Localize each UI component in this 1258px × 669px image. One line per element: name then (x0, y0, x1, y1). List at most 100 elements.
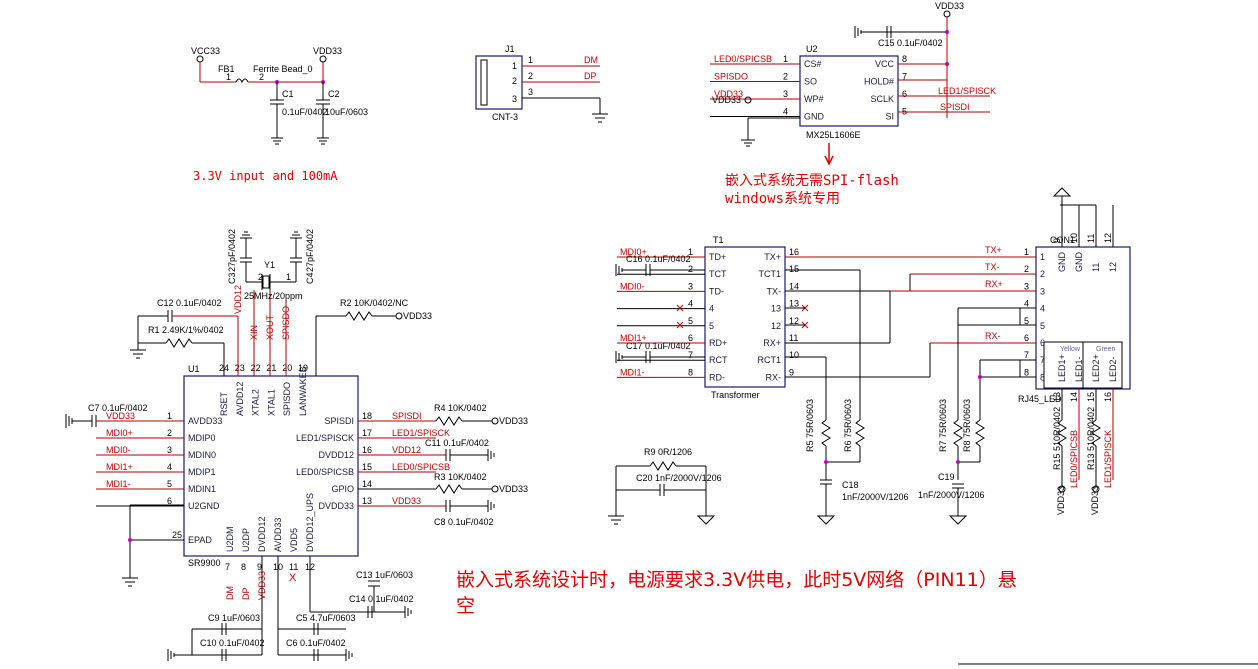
pin-name: 13 (771, 304, 781, 314)
c4-ref: C4 (305, 272, 315, 284)
pin-name: LED0/SPICSB (296, 467, 354, 477)
pin-name: 3 (1040, 286, 1045, 296)
pin-name: AVDD33 (273, 518, 283, 552)
c2-value: 10uF/0603 (325, 107, 368, 117)
pin-name: U2GND (188, 501, 220, 511)
svg-text:2: 2 (528, 71, 533, 81)
pin-name: DVDD12 (257, 516, 267, 552)
pin-net-label: MDI0+ (620, 247, 647, 257)
pin-name: 4 (1040, 304, 1045, 314)
pin-number: 6 (1024, 333, 1029, 343)
pin-number: 5 (167, 479, 172, 489)
pin-number: 15 (789, 264, 799, 274)
j1-ref: J1 (505, 44, 515, 54)
r4-label: R4 10K/0402 (434, 403, 487, 413)
svg-text:3: 3 (528, 87, 533, 97)
pin-number: 1 (688, 247, 693, 257)
pin-number: 16 (362, 445, 372, 455)
c5-label: C5 4.7uF/0603 (296, 613, 356, 623)
svg-text:2: 2 (512, 76, 517, 86)
pin-name: 2 (1040, 269, 1045, 279)
pin-number: 4 (167, 462, 172, 472)
pin11-nc-mark: X (289, 572, 297, 584)
c17-label: C17 0.1uF/0402 (626, 341, 691, 351)
pin-name: 12 (771, 321, 781, 331)
pin-number: 5 (688, 316, 693, 326)
pin-net-label: MDI1+ (620, 333, 647, 343)
c16-label: C16 0.1uF/0402 (626, 254, 691, 264)
con1-name: RJ45_LED (1018, 394, 1062, 404)
c12-label: C12 0.1uF/0402 (157, 298, 222, 308)
u2-vdd33-label: VDD33 (935, 1, 964, 11)
pin-number: 12 (789, 316, 799, 326)
svg-text:VDD33: VDD33 (499, 484, 528, 494)
pin-name: RCT1 (757, 355, 781, 365)
c6-label: C6 0.1uF/0402 (286, 638, 346, 648)
pin-name: SI (885, 112, 894, 122)
j1-body (475, 55, 523, 110)
t1-ref: T1 (713, 235, 724, 245)
c14-label: C14 0.1uF/0402 (349, 594, 414, 604)
pin-number: 9 (789, 367, 794, 377)
svg-text:3: 3 (512, 94, 517, 104)
pin-name: 1 (1040, 252, 1045, 262)
pin-name: HOLD# (864, 77, 894, 87)
svg-text:1: 1 (226, 72, 231, 82)
pin-number: 13 (1052, 392, 1062, 402)
pin-number: 6 (167, 496, 172, 506)
pin-number: 16 (789, 247, 799, 257)
con1-vdd33-b: VDD33 (1090, 486, 1100, 515)
pin-number: 2 (688, 264, 693, 274)
flash-note-1: 嵌入式系统无需SPI-flash (725, 173, 899, 189)
pin-number: 18 (362, 411, 372, 421)
pin-net-label: SPISDO (714, 72, 748, 82)
net-led1-con1: LED1/SPISCK (1103, 430, 1113, 488)
pin-number: 8 (688, 367, 693, 377)
pin-name: U2DP (241, 528, 251, 552)
pin-number: 2 (167, 428, 172, 438)
pin-number: 5 (1024, 316, 1029, 326)
u2-wp-vdd33: VDD33 (712, 95, 741, 105)
pin-net-label: DP (241, 587, 251, 600)
pin-number: 14 (789, 281, 799, 291)
u2-net-label: LED1/SPISCK (938, 86, 996, 96)
svg-text:2: 2 (258, 272, 263, 282)
c8-label: C8 0.1uF/0402 (434, 517, 494, 527)
pin-name: WP# (804, 94, 824, 104)
pin-name: SPISDO (282, 382, 292, 416)
pin-name: RCT (709, 355, 728, 365)
con1-net-label: TX- (985, 262, 1000, 272)
u1-part: SR9900 (188, 558, 221, 568)
r13-label: R13 510R/0402 (1086, 407, 1096, 470)
svg-text:1: 1 (286, 272, 291, 282)
pin-number: 9 (1052, 238, 1062, 243)
pin-number: 25 (172, 530, 182, 540)
pin-net-label: VDD12 (392, 445, 421, 455)
net-dm-j1: DM (584, 55, 598, 65)
vdd33-label-top: VDD33 (313, 46, 342, 56)
u2-body (799, 55, 899, 127)
pin-name: RD+ (709, 338, 727, 348)
pin-name: 5 (709, 321, 714, 331)
power-note: 3.3V input and 100mA (193, 169, 338, 183)
y1-value: 25MHz/20ppm (244, 291, 303, 301)
pin-number: 13 (789, 299, 799, 309)
c1-value: 0.1uF/0402 (282, 107, 328, 117)
pin-name: VDD5 (289, 528, 299, 552)
pin-number: 8 (241, 562, 246, 572)
pin-net-label: VDD33 (392, 496, 421, 506)
nc-x-mark (676, 304, 684, 312)
pin-name: DVDD12_UPS (305, 493, 315, 552)
pin-name: LANWAKEB (298, 366, 308, 416)
pin-name: MDIN1 (188, 484, 216, 494)
r7-label: R7 75R/0603 (938, 399, 948, 452)
r3-label: R3 10K/0402 (434, 472, 487, 482)
u2-part: MX25L1606E (806, 130, 861, 140)
u1-body (183, 375, 359, 557)
c2-ref: C2 (328, 89, 340, 99)
